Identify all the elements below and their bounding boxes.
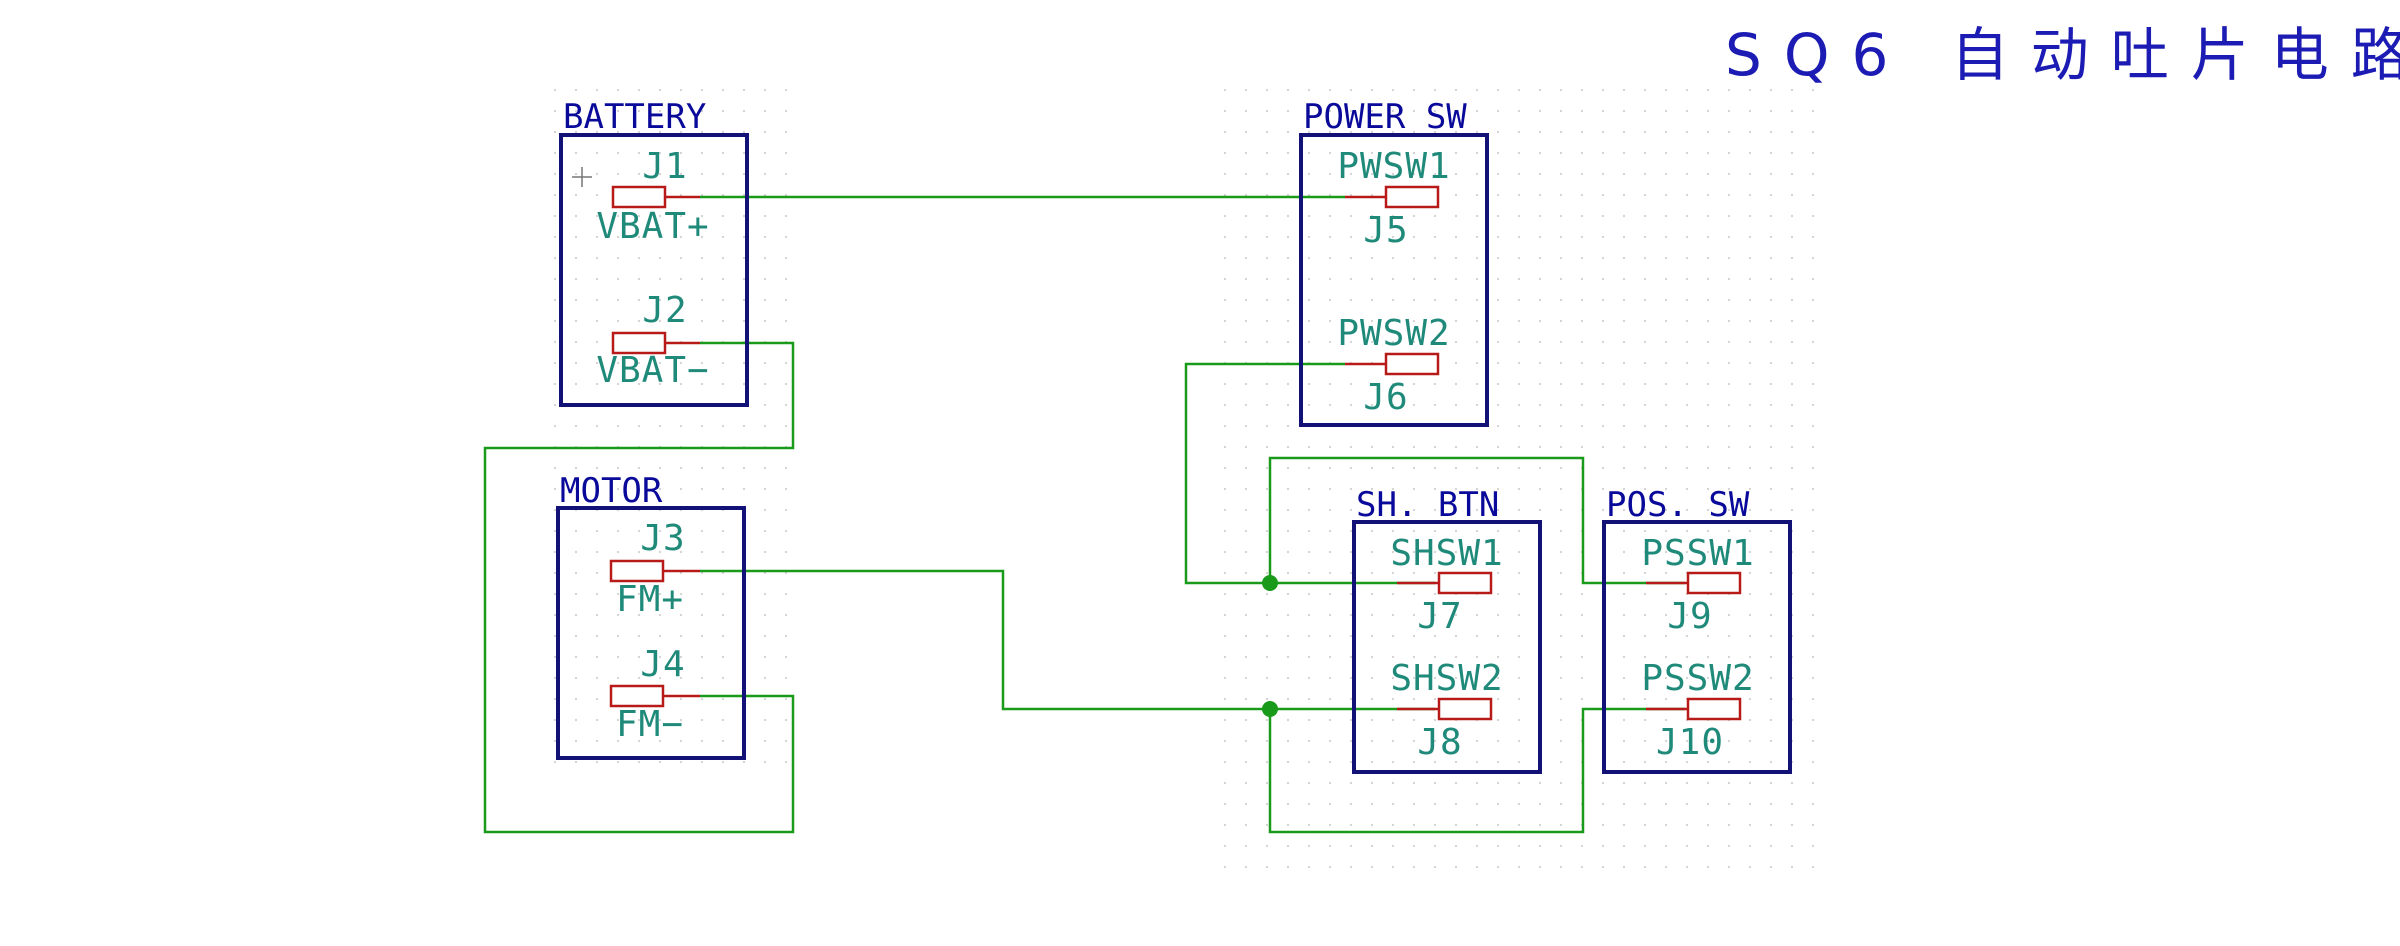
sh-btn-block-label: SH. BTN <box>1356 485 1499 525</box>
connector-ref-j9: J9 <box>1667 596 1712 637</box>
net-label-pssw1: PSSW1 <box>1641 533 1754 574</box>
battery-block-label: BATTERY <box>563 97 706 137</box>
connector-j10-symbol <box>1646 697 1742 721</box>
net-label-pwsw2: PWSW2 <box>1337 313 1450 354</box>
connector-ref-j1: J1 <box>642 146 687 187</box>
connector-ref-j4: J4 <box>640 644 685 685</box>
connector-ref-j5: J5 <box>1363 210 1408 251</box>
pos-sw-block-outline <box>1602 520 1792 774</box>
wire-pwsw2-to-shsw1 <box>1184 362 1435 585</box>
connector-j6-symbol <box>1345 352 1440 376</box>
power-sw-block-label: POWER SW <box>1303 97 1467 137</box>
wire-shsw1-to-pssw1 <box>1268 456 1685 585</box>
connector-j3-symbol <box>609 559 700 583</box>
net-label-vbat-plus: VBAT+ <box>596 206 709 247</box>
connector-j4-symbol <box>609 684 700 708</box>
origin-mark <box>572 167 592 187</box>
connector-ref-j10: J10 <box>1656 722 1724 763</box>
connector-ref-j3: J3 <box>640 518 685 559</box>
net-label-pssw2: PSSW2 <box>1641 658 1754 699</box>
motor-block-label: MOTOR <box>560 471 663 511</box>
sh-btn-block: SH. BTN SHSW1 J7 SHSW2 J8 <box>1352 485 1542 774</box>
connector-ref-j7: J7 <box>1417 596 1462 637</box>
pos-sw-block-label: POS. SW <box>1606 485 1750 525</box>
grid-dots <box>553 88 1815 869</box>
schematic-title: SQ6 自动吐片电路 <box>1725 21 2400 89</box>
motor-block-outline <box>556 506 746 760</box>
net-label-fm-minus: FM− <box>616 704 684 745</box>
connector-j8-symbol <box>1397 697 1493 721</box>
net-label-fm-plus: FM+ <box>616 579 684 620</box>
wire-vbat-minus-to-fm-minus <box>483 341 795 834</box>
sh-btn-block-outline <box>1352 520 1542 774</box>
wire-fm-plus-to-shsw2 <box>700 569 1435 711</box>
connector-j7-symbol <box>1397 571 1493 595</box>
junction-dot <box>1262 575 1278 591</box>
motor-block: MOTOR J3 FM+ J4 FM− <box>556 471 746 760</box>
connector-ref-j8: J8 <box>1417 722 1462 763</box>
net-label-shsw1: SHSW1 <box>1390 533 1503 574</box>
net-label-vbat-minus: VBAT− <box>596 350 709 391</box>
connector-j9-symbol <box>1646 571 1742 595</box>
net-label-shsw2: SHSW2 <box>1390 658 1503 699</box>
power-sw-block: POWER SW PWSW1 J5 PWSW2 J6 <box>1299 97 1489 427</box>
connector-ref-j6: J6 <box>1363 377 1408 418</box>
connector-ref-j2: J2 <box>642 290 687 331</box>
net-label-pwsw1: PWSW1 <box>1337 146 1450 187</box>
battery-block: BATTERY J1 VBAT+ J2 VBAT− <box>559 97 749 407</box>
power-sw-block-outline <box>1299 133 1489 427</box>
pos-sw-block: POS. SW PSSW1 J9 PSSW2 J10 <box>1602 485 1792 774</box>
wires <box>483 195 1685 834</box>
connector-j5-symbol <box>1345 185 1440 209</box>
connector-j2-symbol <box>611 331 700 355</box>
junction-dot <box>1262 701 1278 717</box>
connector-j1-symbol <box>611 185 700 209</box>
battery-block-outline <box>559 133 749 407</box>
wire-shsw2-to-pssw2 <box>1268 707 1685 834</box>
